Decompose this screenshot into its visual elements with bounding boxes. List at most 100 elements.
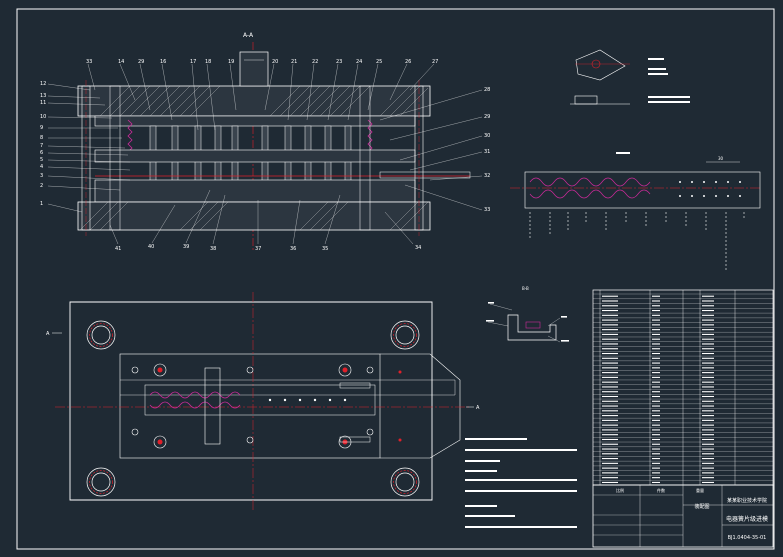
parts-list-cell-mark [602,381,618,383]
parts-list-cell-mark [602,400,618,402]
section-view: A-A [40,32,490,252]
parts-list-cell-mark [652,367,660,369]
parts-list-cell-mark [602,338,618,340]
parts-list-cell-mark [702,352,714,355]
parts-list-cell-mark [652,395,660,398]
parts-list-cell-mark [652,434,660,436]
callout-right-6: 33 [484,207,490,213]
parts-list-cell-mark [702,381,714,383]
parts-list-cell-mark [602,324,618,326]
parts-list-cell-mark [602,314,618,316]
detail-view-small [570,49,690,105]
parts-list-cell-mark [702,357,714,359]
callout-right-5: 32 [484,173,490,179]
left-callouts: 12 13 11 10 9 8 7 6 5 4 3 2 1 [40,81,46,207]
parts-list-cell-mark [602,410,618,412]
callout-bottom-5: 37 [255,246,261,252]
parts-list-cell-mark [652,338,660,340]
detail-view-bb: B-B [486,286,569,343]
parts-list-cell-mark [702,295,714,297]
callout-bottom-4: 38 [210,246,216,252]
callout-right-3: 30 [484,133,490,139]
callout-right-4: 31 [484,149,490,155]
parts-list-cell-mark [702,443,714,445]
parts-list-cell-mark [652,424,660,426]
parts-list-cell-mark [602,467,618,469]
parts-list-cell-mark [652,458,660,460]
parts-list-cell-mark [602,453,618,455]
parts-list-cell-mark [702,400,714,402]
callout-bottom-1: 41 [115,246,121,252]
callout-left-11: 3 [40,173,43,179]
callout-top-10: 22 [312,59,318,65]
parts-list-cell-mark [652,391,660,393]
parts-list-cell-mark [602,477,618,479]
parts-list-cell-mark [602,395,618,398]
parts-list-cell-mark [602,391,618,393]
parts-list-cell-mark [652,319,660,321]
parts-list-cell-mark [602,348,618,350]
parts-list-cell-mark [702,300,714,302]
parts-list-cell-mark [702,429,714,431]
parts-list-cell-mark [652,419,660,421]
parts-list-cell-mark [702,391,714,393]
callout-top-14: 26 [405,59,411,65]
callout-left-5: 9 [40,125,43,131]
callout-bottom-8: 34 [415,245,421,251]
parts-list-cell-mark [602,367,618,369]
callout-top-12: 24 [356,59,362,65]
parts-list-cell-mark [602,376,618,378]
parts-list-cell-mark [652,405,660,407]
parts-list-cell-mark [602,319,618,321]
parts-list-cell-mark [652,348,660,350]
parts-list-cell-mark [652,362,660,364]
parts-list-cell-mark [702,467,714,469]
parts-list-cell-mark [702,314,714,316]
parts-list-cell-mark [602,305,618,307]
parts-list-cell-mark [602,438,618,441]
parts-list-cell-mark [652,438,660,441]
parts-list-cell-mark [602,458,618,460]
title-block: 比例 件数 重量 装配图 某某职业技术学院 电器簧片级进模 BJ1.0404-3… [592,484,774,548]
strip-pitch-dimension: 30 [718,156,724,161]
parts-list-cell-mark [652,352,660,355]
parts-list-cell-mark [602,333,618,335]
parts-list-cell-mark [602,343,618,345]
parts-list-cell-mark [652,333,660,335]
callout-top-7: 19 [228,59,234,65]
parts-list-cell-mark [602,357,618,359]
parts-list-cell-mark [702,438,714,441]
parts-list-cell-mark [702,415,714,417]
parts-list-cell-mark [602,462,618,464]
parts-list-cell-mark [702,410,714,412]
callout-right-1: 28 [484,87,490,93]
bottom-callouts: 41 40 39 38 37 36 35 34 [115,244,421,252]
parts-list-cell-mark [602,372,618,374]
callout-left-2: 13 [40,93,46,99]
callout-left-4: 10 [40,114,46,120]
parts-list-cell-mark [702,453,714,455]
parts-list [592,289,774,486]
parts-list-cell-mark [652,472,660,474]
parts-list-cell-mark [652,329,660,331]
parts-list-cell-mark [652,300,660,302]
parts-list-cell-mark [702,419,714,421]
callout-bottom-7: 35 [322,246,328,252]
parts-list-cell-mark [702,348,714,350]
callout-left-9: 5 [40,157,43,163]
parts-list-cell-mark [602,405,618,407]
parts-list-cell-mark [602,309,618,312]
parts-list-cell-mark [652,467,660,469]
parts-list-cell-mark [652,400,660,402]
callout-bottom-3: 39 [183,244,189,250]
parts-list-cell-mark [702,405,714,407]
parts-list-cell-mark [652,376,660,378]
parts-list-cell-mark [652,410,660,412]
parts-list-cell-mark [602,300,618,302]
parts-list-cell-mark [602,472,618,474]
parts-list-cell-mark [652,295,660,297]
parts-list-cell-mark [652,415,660,417]
parts-list-cell-mark [602,419,618,421]
callout-top-15: 27 [432,59,438,65]
parts-list-cell-mark [602,415,618,417]
